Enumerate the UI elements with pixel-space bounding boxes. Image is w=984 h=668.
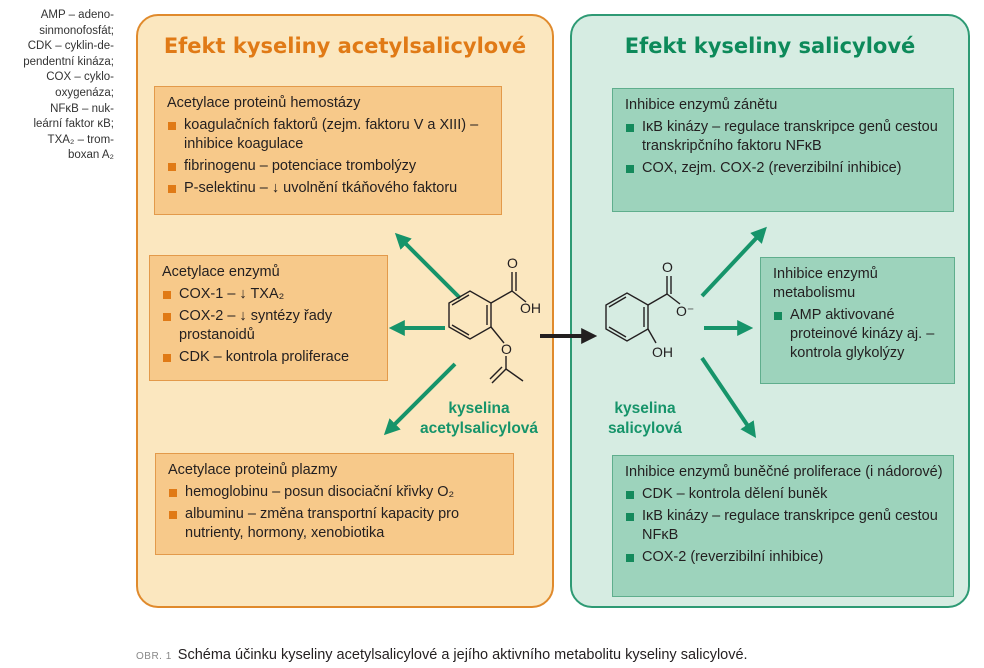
bond <box>505 368 524 382</box>
list-item: CDK – kontrola dělení buněk <box>625 485 943 504</box>
list-item: COX-1 – ↓ TXA₂ <box>162 285 377 304</box>
arrow-to-proliferation <box>700 356 757 438</box>
abbreviation-line: CDK – cyklin-de- <box>27 40 114 53</box>
abbreviation-line: boxan A₂ <box>67 149 114 162</box>
aspirin-structure <box>448 272 527 384</box>
figure-number: OBR. 1 <box>136 651 172 662</box>
salicylic-acid-structure <box>605 276 681 344</box>
label-line: kyselina <box>614 400 676 417</box>
aspirin-ester-o: O <box>501 341 512 357</box>
list-item: COX, zejm. COX-2 (reverzibilní inhibice) <box>625 159 943 178</box>
abbreviation-line: oxygenáza; <box>55 86 114 99</box>
list-item: koagulačních faktorů (zejm. faktoru V a … <box>167 116 491 154</box>
benzene-ring <box>605 292 649 342</box>
benzene-ring <box>448 290 492 340</box>
aspirin-label: kyselina acetylsalicylová <box>404 399 554 439</box>
bond <box>666 293 681 305</box>
arrow-to-inflammation <box>700 226 767 298</box>
bond <box>647 293 668 306</box>
list-item: fibrinogenu – potenciace trombolýzy <box>167 157 491 176</box>
salicylic-o-minus: O⁻ <box>676 303 694 319</box>
aspirin-oh: OH <box>520 300 541 316</box>
list-item: COX-2 (reverzibilní inhibice) <box>625 548 943 567</box>
enzyme-acetylation-box: Acetylace enzymů COX-1 – ↓ TXA₂ COX-2 – … <box>149 255 388 381</box>
abbreviation-line: leární faktor κB; <box>33 118 114 131</box>
label-line: acetylsalicylová <box>419 420 539 437</box>
box-title: Acetylace enzymů <box>162 264 280 280</box>
double-bond <box>608 326 627 338</box>
list-item: IκB kinázy – regulace transkripce genů c… <box>625 118 943 156</box>
hemostasis-acetylation-box: Acetylace proteinů hemostázy koagulačníc… <box>154 86 502 215</box>
list-item: AMP aktivované proteinové kinázy aj. – k… <box>773 306 944 363</box>
aspirin-panel-title: Efekt kyseliny acetylsalicylové <box>163 34 527 58</box>
label-line: salicylová <box>607 420 683 437</box>
list-item: CDK – kontrola proliferace <box>162 348 377 367</box>
bond <box>491 368 507 384</box>
box-title: Acetylace proteinů plazmy <box>168 462 338 478</box>
salicylic-oh: OH <box>652 344 673 360</box>
abbreviation-line: AMP – adeno- <box>40 9 114 21</box>
abbreviation-line: NFκB – nuk- <box>50 102 114 115</box>
figure-caption: OBR. 1 Schéma účinku kyseliny acetylsalic… <box>136 647 748 663</box>
abbreviation-line: sinmonofosfát; <box>39 24 114 37</box>
inflammation-enzymes-box: Inhibice enzymů zánětu IκB kinázy – regu… <box>612 88 954 212</box>
caption-text: Schéma účinku kyseliny acetylsalicylové … <box>177 647 748 663</box>
bond <box>490 326 505 344</box>
bond <box>647 328 657 344</box>
list-item: albuminu – změna transportní kapacity pr… <box>168 505 503 543</box>
box-title: Inhibice enzymů metabolismu <box>773 266 878 301</box>
arrow-to-hemostasis <box>394 232 462 300</box>
box-title: Inhibice enzymů buněčné proliferace (i n… <box>625 464 943 480</box>
list-item: IκB kinázy – regulace transkripce genů c… <box>625 507 943 545</box>
bond <box>511 290 527 303</box>
list-item: COX-2 – ↓ syntézy řady prostanoidů <box>162 307 377 345</box>
double-bond <box>451 324 470 336</box>
arrow-to-plasma <box>383 362 457 436</box>
abbreviation-legend: AMP – adeno- sinmonofosfát; CDK – cyklin… <box>4 8 114 164</box>
list-item: hemoglobinu – posun disociační křivky O₂ <box>168 483 503 502</box>
abbreviation-line: pendentní kináza; <box>23 55 114 68</box>
abbreviation-line: COX – cyklo- <box>46 71 114 84</box>
box-title: Acetylace proteinů hemostázy <box>167 95 361 111</box>
aspirin-carbonyl-o: O <box>507 255 518 271</box>
metabolism-enzymes-box: Inhibice enzymů metabolismu AMP aktivova… <box>760 257 955 384</box>
plasma-protein-acetylation-box: Acetylace proteinů plazmy hemoglobinu – … <box>155 453 514 555</box>
list-item: P-selektinu – ↓ uvolnění tkáňového fakto… <box>167 179 491 198</box>
double-bond <box>608 296 627 308</box>
label-line: kyselina <box>448 400 510 417</box>
double-bond <box>451 294 470 306</box>
salicylic-acid-label: kyselina salicylová <box>590 399 700 439</box>
box-title: Inhibice enzymů zánětu <box>625 97 778 113</box>
bond <box>490 290 513 304</box>
abbreviation-line: TXA₂ – trom- <box>47 133 114 146</box>
double-bond <box>489 366 503 380</box>
salicylic-panel-title: Efekt kyseliny salicylové <box>624 34 916 58</box>
salicylic-carbonyl-o: O <box>662 259 673 275</box>
proliferation-enzymes-box: Inhibice enzymů buněčné proliferace (i n… <box>612 455 954 597</box>
